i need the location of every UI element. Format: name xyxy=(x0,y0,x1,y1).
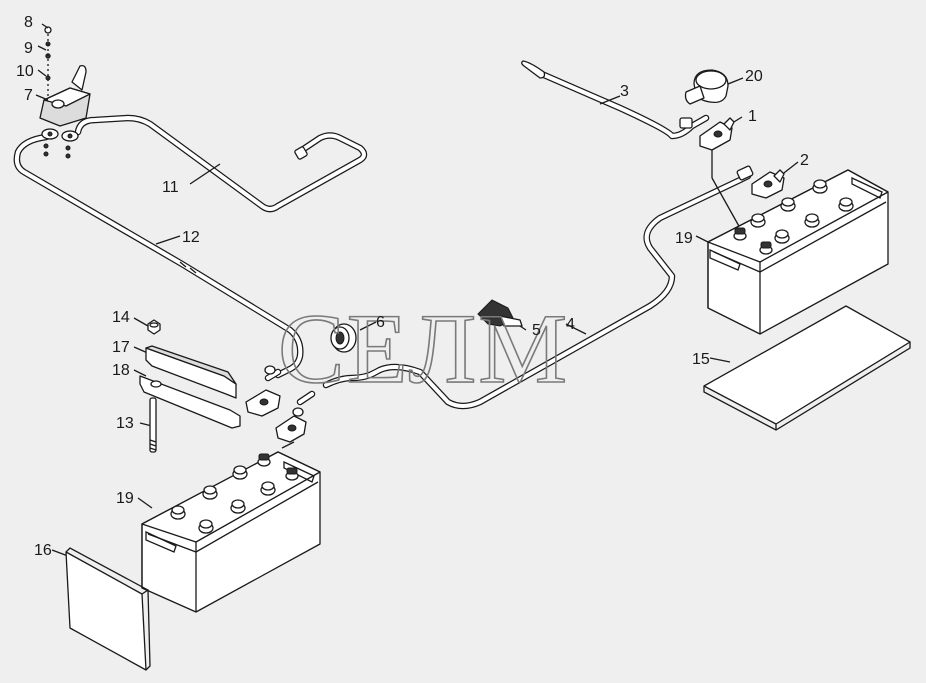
callout-12: 12 xyxy=(182,229,200,246)
callout-17: 17 xyxy=(112,339,130,356)
nut-14 xyxy=(147,319,161,335)
callout-10: 10 xyxy=(16,63,34,80)
callout-2: 2 xyxy=(800,152,809,169)
callout-20: 20 xyxy=(745,68,763,85)
callout-13: 13 xyxy=(116,415,134,432)
callout-6: 6 xyxy=(376,314,385,331)
terminal-cap-20 xyxy=(684,69,729,105)
bracket-18 xyxy=(139,375,241,429)
bracket-17 xyxy=(145,345,237,399)
callout-8: 8 xyxy=(24,14,33,31)
clamp-5 xyxy=(477,299,523,327)
callout-3: 3 xyxy=(620,83,629,100)
callout-7: 7 xyxy=(24,87,33,104)
lower-terminal-right xyxy=(275,407,307,449)
battery-19-right xyxy=(707,169,889,335)
fasteners-8-9-10 xyxy=(44,26,52,96)
watermark: СЕЛМ xyxy=(278,293,569,404)
lower-terminal-left xyxy=(245,365,281,417)
cable-11 xyxy=(74,114,368,213)
callout-1: 1 xyxy=(748,108,757,125)
terminal-clamp-1 xyxy=(699,117,735,151)
mat-15 xyxy=(703,305,911,431)
callout-14: 14 xyxy=(112,309,130,326)
callout-11: 11 xyxy=(162,179,179,196)
cable-3 xyxy=(521,60,710,140)
battery-switch-7 xyxy=(39,64,91,159)
callout-9: 9 xyxy=(24,40,33,57)
callout-18: 18 xyxy=(112,362,130,379)
lead-lower xyxy=(264,368,316,406)
callout-5: 5 xyxy=(532,322,541,339)
bolt-13 xyxy=(149,397,157,453)
callout-15: 15 xyxy=(692,351,710,368)
terminal-clamp-2 xyxy=(751,169,785,199)
battery-19-left xyxy=(141,451,321,613)
callout-16: 16 xyxy=(34,542,52,559)
cable-4 xyxy=(322,165,754,410)
callout-4: 4 xyxy=(566,316,575,333)
callouts: 8 9 10 7 11 12 3 20 1 2 19 4 5 6 14 17 1… xyxy=(16,14,809,559)
battery-caps-right xyxy=(733,179,854,255)
callout-19-left: 19 xyxy=(116,490,134,507)
mat-16 xyxy=(65,547,151,671)
callout-19-right: 19 xyxy=(675,230,693,247)
battery-caps-left xyxy=(170,453,299,534)
leader-lines xyxy=(35,23,799,557)
cable-12 xyxy=(13,133,304,379)
grommet-6 xyxy=(330,323,357,353)
